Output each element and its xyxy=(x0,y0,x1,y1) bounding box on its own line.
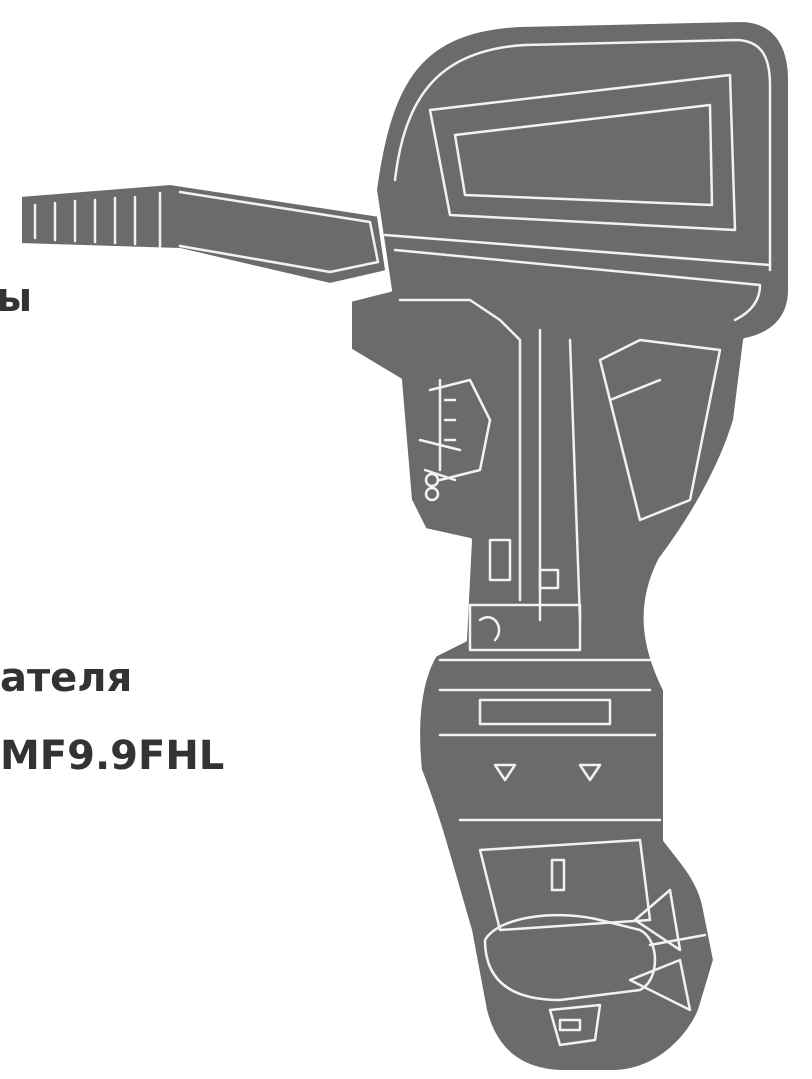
text-fragment-middle: ателя xyxy=(0,655,133,701)
model-name-text: MF9.9FHL xyxy=(0,733,225,779)
text-fragment-top: ы xyxy=(0,275,33,321)
motor-body xyxy=(348,18,792,1074)
